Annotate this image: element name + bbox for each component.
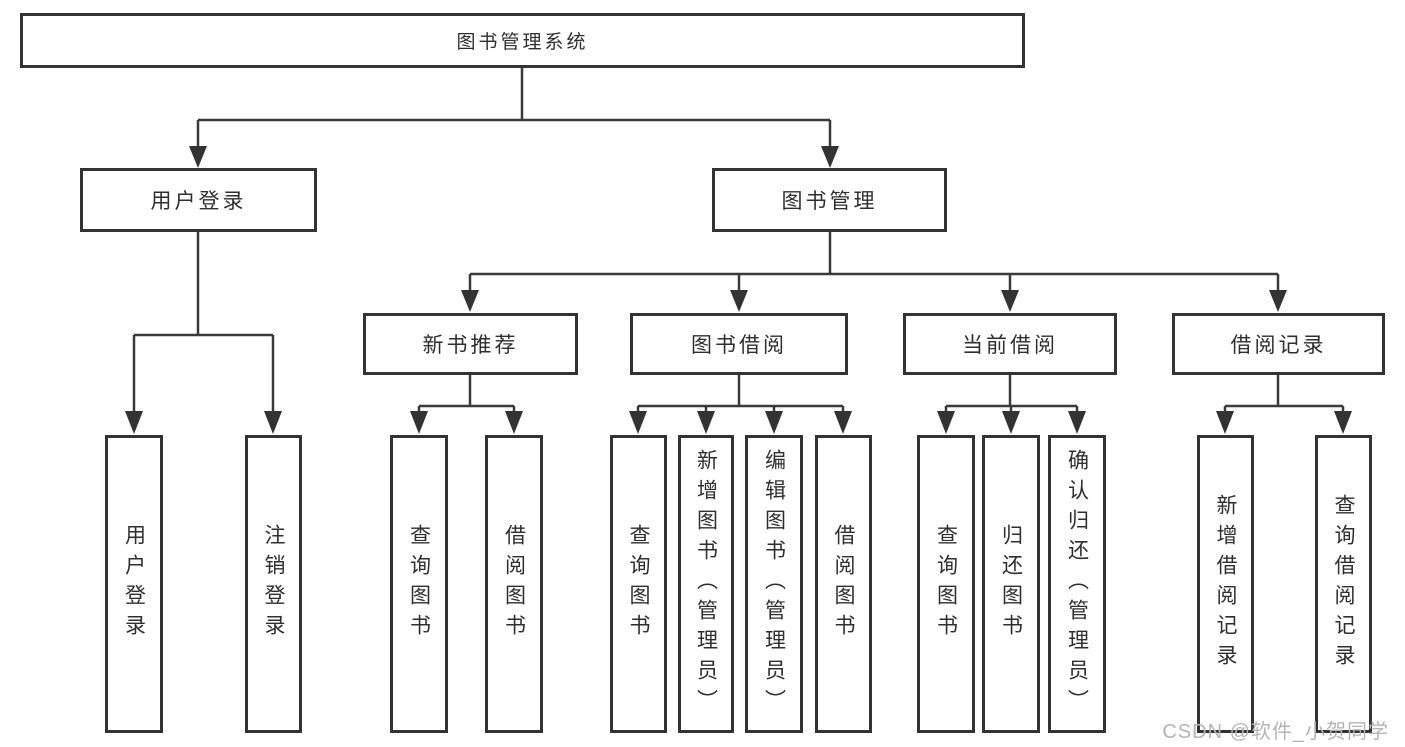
node-book-management: 图书管理	[712, 168, 947, 232]
node-library-system: 图书管理系统	[20, 13, 1025, 68]
arrow-down-icon	[264, 411, 282, 434]
node-borrowing-records: 借阅记录	[1172, 313, 1385, 375]
arrow-down-icon	[730, 290, 748, 312]
node-label: 查询图书	[407, 524, 431, 644]
node-label: 查询图书	[627, 524, 650, 644]
node-new-book-recommendation: 新书推荐	[363, 313, 578, 375]
node-label: 图书管理系统	[456, 32, 589, 53]
node-label: 查询图书	[934, 524, 958, 644]
node-label: 编辑图书（管理员）	[762, 449, 786, 719]
arrow-down-icon	[629, 411, 647, 434]
arrowheads	[125, 146, 1352, 434]
node-label: 新增图书（管理员）	[694, 449, 718, 719]
arrow-down-icon	[410, 411, 428, 434]
node-label: 新书推荐	[422, 334, 519, 357]
arrow-down-icon	[937, 411, 955, 434]
csdn-watermark: CSDN @软件_小贺同学	[1162, 721, 1389, 743]
leaf-query-books-recommend: 查询图书	[390, 435, 448, 733]
arrow-down-icon	[1001, 290, 1019, 312]
arrow-down-icon	[765, 411, 783, 434]
node-current-borrowing: 当前借阅	[903, 313, 1117, 375]
arrow-down-icon	[461, 290, 479, 312]
arrow-down-icon	[1216, 411, 1234, 434]
node-label: 借阅图书	[502, 524, 526, 644]
arrow-down-icon	[1334, 411, 1352, 434]
node-label: 借阅记录	[1230, 334, 1327, 357]
arrow-down-icon	[505, 411, 523, 434]
node-label: 图书管理	[781, 190, 878, 213]
arrow-down-icon	[189, 146, 207, 168]
leaf-borrow-books-borrowing: 借阅图书	[815, 435, 872, 733]
arrow-down-icon	[697, 411, 715, 434]
node-label: 图书借阅	[691, 334, 787, 357]
node-label: 注销登录	[262, 524, 285, 644]
arrow-down-icon	[834, 411, 852, 434]
arrow-down-icon	[1269, 290, 1287, 312]
arrow-down-icon	[1002, 411, 1020, 434]
leaf-confirm-return-admin: 确认归还（管理员）	[1048, 435, 1106, 733]
node-label: 借阅图书	[832, 524, 855, 644]
leaf-add-borrow-record: 新增借阅记录	[1197, 435, 1254, 733]
leaf-user-login: 用户登录	[105, 435, 163, 733]
arrow-down-icon	[821, 146, 839, 168]
node-label: 用户登录	[150, 190, 247, 213]
node-label: 查询借阅记录	[1332, 494, 1355, 674]
leaf-query-books-borrowing: 查询图书	[610, 435, 667, 733]
node-user-login: 用户登录	[80, 168, 317, 232]
node-label: 当前借阅	[962, 334, 1058, 357]
leaf-query-borrow-record: 查询借阅记录	[1315, 435, 1372, 733]
arrow-down-icon	[125, 411, 143, 434]
connector-path	[132, 68, 1345, 414]
node-book-borrowing: 图书借阅	[630, 313, 848, 375]
node-label: 归还图书	[999, 524, 1023, 644]
leaf-borrow-books-recommend: 借阅图书	[485, 435, 543, 733]
arrow-down-icon	[1068, 411, 1086, 434]
node-label: 新增借阅记录	[1214, 494, 1237, 674]
leaf-logout: 注销登录	[245, 435, 302, 733]
leaf-edit-books-admin: 编辑图书（管理员）	[745, 435, 803, 733]
node-label: 确认归还（管理员）	[1065, 449, 1089, 719]
leaf-add-books-admin: 新增图书（管理员）	[678, 435, 734, 733]
leaf-query-books-current: 查询图书	[917, 435, 975, 733]
leaf-return-books: 归还图书	[982, 435, 1040, 733]
node-label: 用户登录	[122, 524, 146, 644]
